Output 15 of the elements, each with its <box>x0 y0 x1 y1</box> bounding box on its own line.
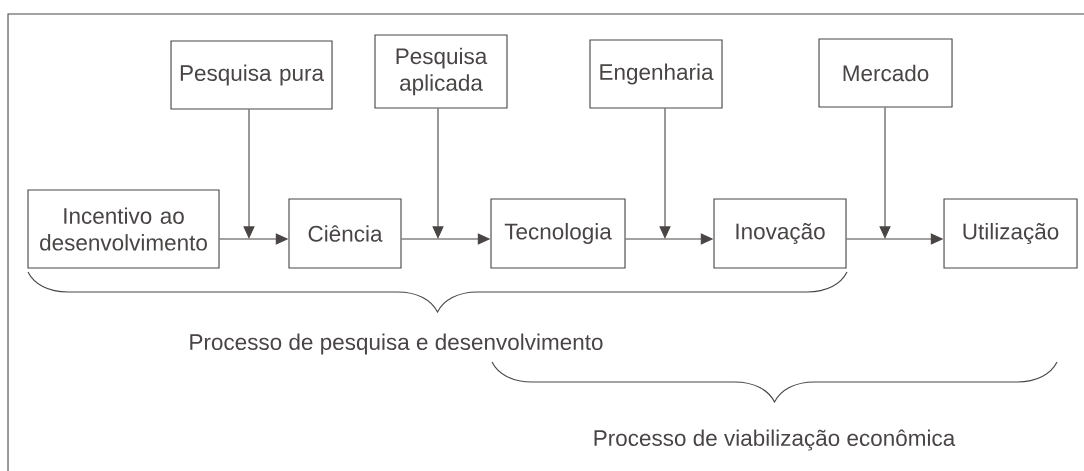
process-box: Ciência <box>288 198 402 269</box>
arrow <box>243 109 255 239</box>
process-box: Inovação <box>713 198 847 269</box>
process-box: Mercado <box>818 38 953 108</box>
process-box: Tecnologia <box>490 198 626 269</box>
process-box: Utilização <box>943 198 1078 269</box>
arrow <box>659 108 671 239</box>
arrow <box>432 108 444 239</box>
process-box: Engenharia <box>589 39 723 109</box>
process-box: Pesquisa pura <box>170 40 333 110</box>
process-box: Incentivo ao desenvolvimento <box>27 189 220 269</box>
brace-label: Processo de viabilização econômica <box>594 429 956 451</box>
process-box: Pesquisa aplicada <box>374 34 508 109</box>
brace-label: Processo de pesquisa e desenvolvimento <box>190 333 603 355</box>
arrow <box>879 107 891 239</box>
